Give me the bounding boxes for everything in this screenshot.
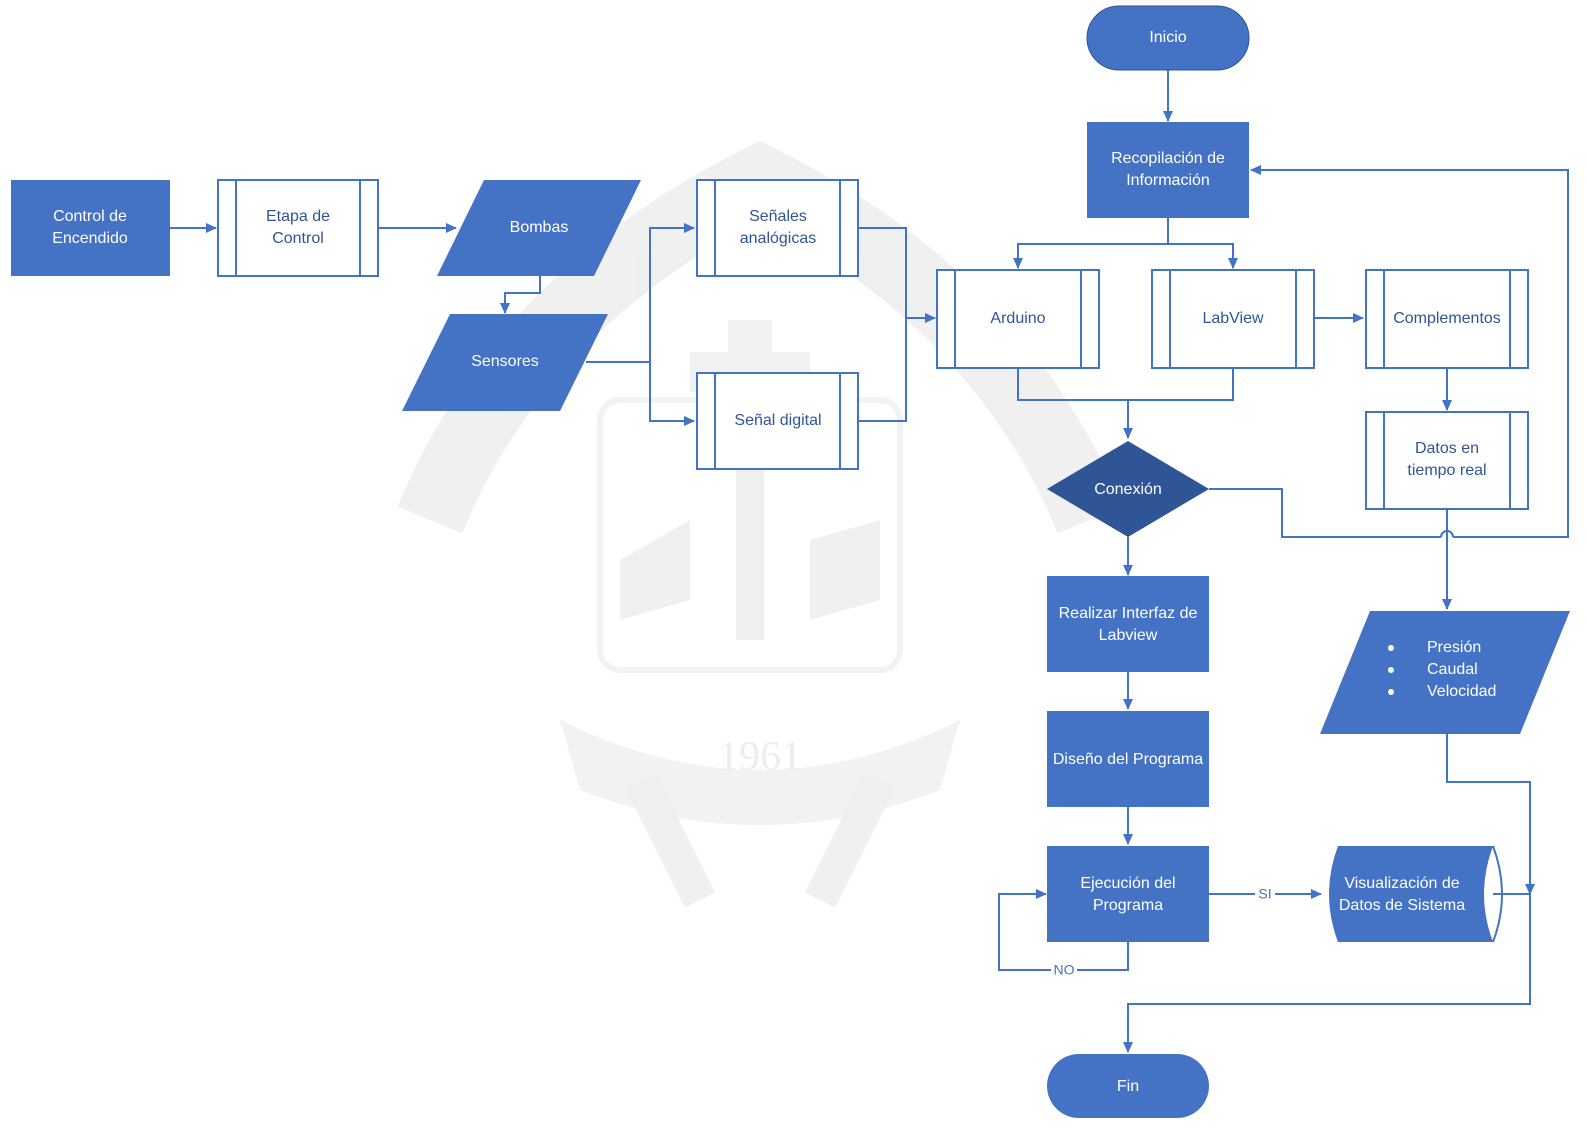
edge-bombas-sensores — [500, 276, 541, 314]
edge-recopilacion-arduino — [1013, 218, 1169, 269]
node-datos-tiempo-real: Datos en tiempo real — [1365, 411, 1529, 510]
node-realizar-interfaz: Realizar Interfaz de Labview — [1047, 576, 1209, 672]
edge-recopilacion-labview — [1168, 243, 1238, 269]
node-variables-item-3: Velocidad — [1427, 683, 1496, 700]
node-realizar-interfaz-line1: Realizar Interfaz de — [1059, 605, 1198, 622]
node-inicio-label: Inicio — [1149, 29, 1186, 46]
node-bombas: Bombas — [437, 180, 641, 276]
node-datos-tiempo-real-line2: tiempo real — [1407, 462, 1486, 479]
node-variables: Presión Caudal Velocidad — [1320, 611, 1570, 734]
edge-digital-arduino — [858, 318, 907, 422]
no-label-bg — [1051, 962, 1077, 980]
node-labview-label: LabView — [1202, 310, 1264, 327]
node-ejecucion-programa-line2: Programa — [1093, 897, 1163, 914]
edge-split-digital — [649, 362, 695, 426]
node-senales-analogicas: Señales analógicas — [696, 179, 859, 277]
node-complementos-label: Complementos — [1393, 310, 1501, 327]
node-ejecucion-programa-line1: Ejecución del — [1080, 875, 1175, 892]
node-senales-analogicas-line2: analógicas — [740, 230, 817, 247]
node-senales-analogicas-line1: Señales — [749, 208, 807, 225]
edge-label-si: SI — [1258, 886, 1271, 902]
node-control-encendido: Control de Encendido — [11, 180, 170, 276]
node-etapa-control-line1: Etapa de — [266, 208, 330, 225]
node-datos-tiempo-real-line1: Datos en — [1415, 440, 1479, 457]
node-visualizacion: Visualización de Datos de Sistema — [1329, 845, 1503, 943]
node-inicio: Inicio — [1086, 5, 1250, 71]
edge-visualizacion-merge — [1123, 893, 1531, 1053]
node-complementos: Complementos — [1365, 269, 1529, 369]
seal-year: 1961 — [718, 734, 802, 780]
node-control-encendido-line2: Encendido — [52, 230, 128, 247]
node-variables-item-1: Presión — [1427, 639, 1481, 656]
node-arduino: Arduino — [936, 269, 1100, 369]
node-etapa-control: Etapa de Control — [217, 179, 379, 277]
edge-split-analogicas — [649, 223, 695, 362]
edges — [170, 70, 1569, 1053]
edge-variables-merge — [1446, 734, 1535, 895]
node-recopilacion-line1: Recopilación de — [1111, 150, 1225, 167]
node-conexion: Conexión — [1047, 441, 1209, 537]
node-senal-digital: Señal digital — [696, 372, 859, 470]
node-sensores-label: Sensores — [471, 353, 539, 370]
edge-analogicas-arduino — [858, 227, 907, 318]
node-ejecucion-programa: Ejecución del Programa — [1047, 846, 1209, 942]
edge-conexion-loop — [1209, 488, 1441, 538]
node-etapa-control-line2: Control — [272, 230, 324, 247]
node-fin-label: Fin — [1117, 1078, 1139, 1095]
node-visualizacion-line1: Visualización de — [1344, 875, 1459, 892]
edge-label-no: NO — [1054, 962, 1075, 978]
node-arduino-label: Arduino — [990, 310, 1045, 327]
node-recopilacion: Recopilación de Información — [1087, 122, 1249, 218]
node-visualizacion-line2: Datos de Sistema — [1339, 897, 1465, 914]
node-diseno-programa-label: Diseño del Programa — [1053, 751, 1203, 768]
edge-arduino-conexion — [1017, 368, 1234, 401]
node-control-encendido-line1: Control de — [53, 208, 127, 225]
node-fin: Fin — [1047, 1054, 1209, 1118]
node-conexion-label: Conexión — [1094, 481, 1162, 498]
node-senal-digital-label: Señal digital — [734, 412, 821, 429]
node-realizar-interfaz-line2: Labview — [1099, 627, 1158, 644]
node-diseno-programa: Diseño del Programa — [1047, 711, 1209, 807]
edge-loop-right — [1250, 165, 1569, 538]
node-variables-item-2: Caudal — [1427, 661, 1478, 678]
node-recopilacion-line2: Información — [1126, 172, 1210, 189]
si-label-bg — [1255, 885, 1275, 903]
node-labview: LabView — [1151, 269, 1315, 369]
node-sensores: Sensores — [402, 314, 608, 411]
node-bombas-label: Bombas — [510, 219, 569, 236]
edge-ejecucion-no — [998, 889, 1129, 971]
